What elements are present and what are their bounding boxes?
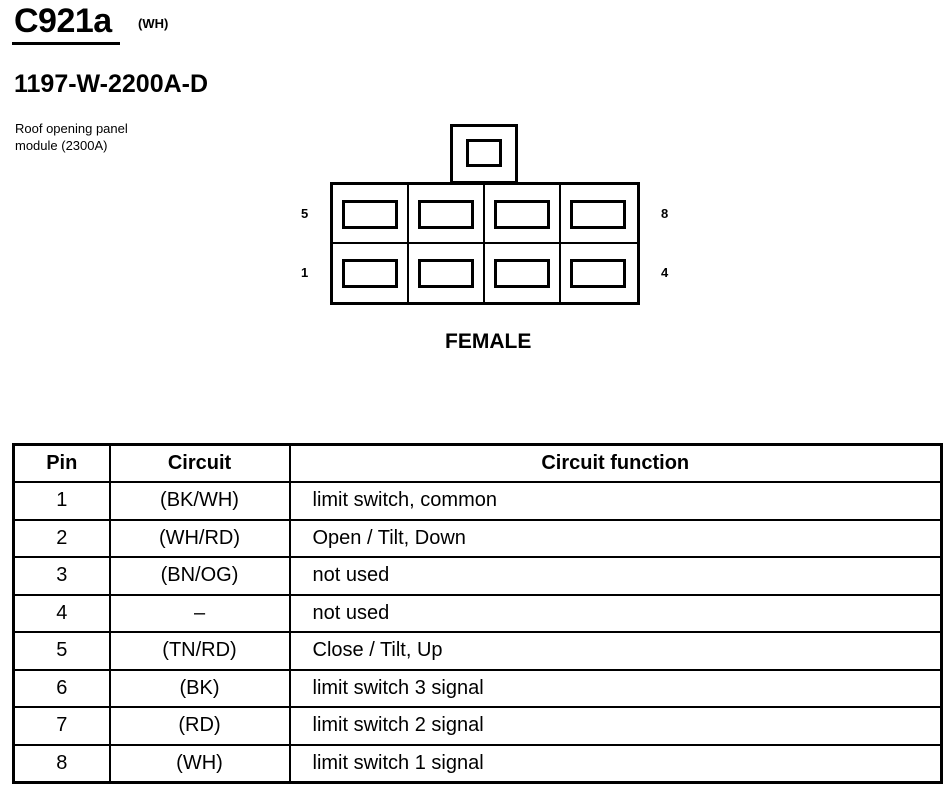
function-cell: limit switch 1 signal: [288, 743, 943, 783]
function-cell: Open / Tilt, Down: [288, 518, 943, 558]
pin-cell: 7: [12, 706, 111, 746]
pin-cell: 4: [12, 593, 111, 633]
connector-cavity: [561, 244, 637, 303]
connector-color: (WH): [138, 16, 169, 31]
part-number: 1197-W-2200A-D: [14, 70, 209, 98]
pin-label-bottom-right: 4: [661, 265, 669, 280]
circuit-cell: (RD): [108, 706, 291, 746]
component-description-line-2: module (2300A): [15, 138, 108, 153]
connector-cavity: [333, 185, 409, 244]
connector-cavity: [485, 185, 561, 244]
circuit-cell: (BN/OG): [108, 556, 291, 596]
connector-cavity: [561, 185, 637, 244]
header-circuit-function: Circuit function: [288, 443, 943, 483]
pin-label-top-left: 5: [301, 206, 309, 221]
circuit-cell: (BK): [108, 668, 291, 708]
terminal-slot: [570, 200, 626, 229]
pin-label-top-right: 8: [661, 206, 669, 221]
pin-cell: 6: [12, 668, 111, 708]
connector-body: [330, 182, 640, 305]
circuit-cell: (WH): [108, 743, 291, 783]
pinout-table: Pin Circuit Circuit function 1 (BK/WH) l…: [12, 443, 943, 784]
header-circuit: Circuit: [108, 443, 291, 483]
component-description: Roof opening panel module (2300A): [15, 120, 215, 154]
connector-cavity: [409, 243, 485, 302]
circuit-cell: –: [108, 593, 291, 633]
pin-cell: 3: [12, 556, 111, 596]
terminal-slot: [494, 258, 550, 288]
function-cell: not used: [288, 593, 943, 633]
table-row: 1 (BK/WH) limit switch, common: [12, 481, 943, 521]
pin-label-bottom-left: 1: [301, 265, 309, 280]
connector-cavity: [333, 243, 409, 302]
pin-cell: 2: [12, 518, 111, 558]
pin-cell: 5: [12, 631, 111, 671]
table-row: 5 (TN/RD) Close / Tilt, Up: [12, 631, 943, 671]
view-label: FEMALE: [445, 330, 532, 353]
terminal-slot: [418, 200, 474, 229]
function-cell: limit switch 3 signal: [288, 668, 943, 708]
connector-id-underline: [12, 42, 120, 45]
function-cell: limit switch, common: [288, 481, 943, 521]
pin-cell: 1: [12, 481, 111, 521]
function-cell: Close / Tilt, Up: [288, 631, 943, 671]
terminal-slot: [342, 200, 398, 229]
table-row: 8 (WH) limit switch 1 signal: [12, 743, 943, 783]
terminal-slot: [342, 258, 398, 288]
connector-id: C921a: [14, 2, 112, 40]
component-description-line-1: Roof opening panel: [15, 121, 128, 136]
circuit-cell: (TN/RD): [108, 631, 291, 671]
header-pin: Pin: [12, 443, 111, 483]
pin-cell: 8: [12, 743, 111, 783]
circuit-cell: (BK/WH): [108, 481, 291, 521]
connector-cavity: [409, 185, 485, 244]
table-row: 6 (BK) limit switch 3 signal: [12, 668, 943, 708]
connector-cavity: [485, 243, 561, 302]
terminal-slot: [570, 258, 626, 288]
terminal-slot: [494, 200, 550, 229]
connector-lock-tab: [450, 124, 518, 184]
circuit-cell: (WH/RD): [108, 518, 291, 558]
table-row: 4 – not used: [12, 593, 943, 633]
table-header-row: Pin Circuit Circuit function: [12, 443, 943, 483]
function-cell: not used: [288, 556, 943, 596]
table-row: 2 (WH/RD) Open / Tilt, Down: [12, 518, 943, 558]
lock-tab-slot: [466, 139, 502, 167]
function-cell: limit switch 2 signal: [288, 706, 943, 746]
terminal-slot: [418, 258, 474, 288]
table-row: 3 (BN/OG) not used: [12, 556, 943, 596]
table-row: 7 (RD) limit switch 2 signal: [12, 706, 943, 746]
